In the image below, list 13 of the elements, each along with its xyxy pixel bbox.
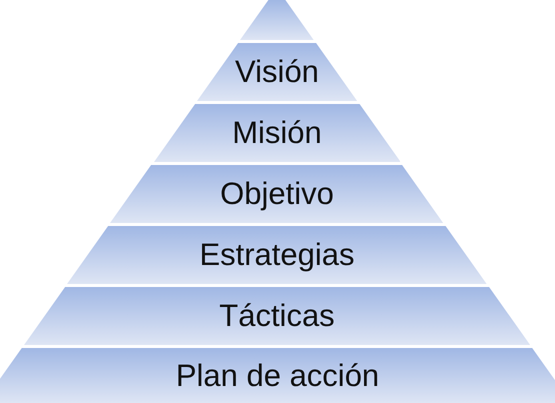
pyramid-tier — [0, 348, 555, 403]
pyramid-apex — [240, 0, 314, 40]
pyramid-tier — [24, 287, 530, 345]
tier-label: Estrategias — [199, 237, 355, 273]
pyramid-tier — [154, 104, 400, 162]
pyramid-tier — [196, 43, 358, 101]
tier-label: Objetivo — [220, 176, 334, 212]
pyramid-tier — [67, 226, 487, 284]
pyramid-tier — [110, 165, 444, 223]
tier-label: Tácticas — [219, 298, 335, 334]
tier-label: Misión — [232, 115, 322, 151]
tier-label: Plan de acción — [176, 358, 380, 394]
tier-label: Visión — [235, 54, 319, 90]
